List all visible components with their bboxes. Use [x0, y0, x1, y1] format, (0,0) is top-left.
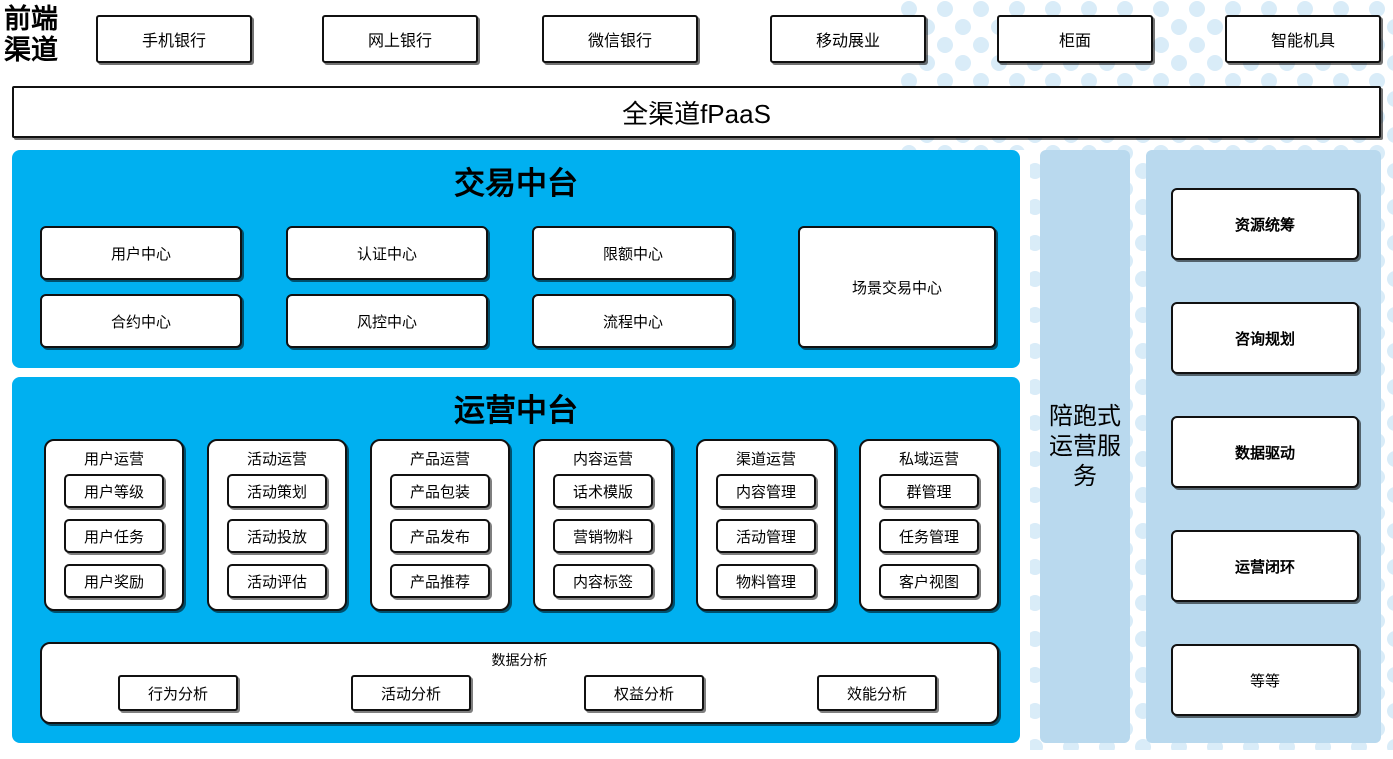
trade-node-user-center[interactable]: 用户中心: [40, 226, 242, 280]
trade-node-auth-center[interactable]: 认证中心: [286, 226, 488, 280]
trade-platform-title: 交易中台: [454, 166, 578, 201]
channel-chip-internet-bank[interactable]: 网上银行: [322, 15, 478, 63]
trade-platform-panel: 交易中台 用户中心 认证中心 限额中心 合约中心 风控中心 流程中心 场景交易中…: [12, 150, 1020, 368]
op-item[interactable]: 产品发布: [390, 519, 490, 553]
trade-node-contract-center[interactable]: 合约中心: [40, 294, 242, 348]
op-item[interactable]: 物料管理: [716, 564, 816, 598]
op-item[interactable]: 活动投放: [227, 519, 327, 553]
data-analysis-item[interactable]: 效能分析: [817, 675, 937, 711]
trade-node-process-center[interactable]: 流程中心: [532, 294, 734, 348]
data-analysis-item[interactable]: 活动分析: [351, 675, 471, 711]
op-item[interactable]: 营销物料: [553, 519, 653, 553]
service-items-panel: 资源统筹 咨询规划 数据驱动 运营闭环 等等: [1146, 150, 1381, 743]
op-group-activity-operation: 活动运营 活动策划 活动投放 活动评估: [207, 439, 347, 611]
op-item[interactable]: 群管理: [879, 474, 979, 508]
trade-node-scene-transaction-center[interactable]: 场景交易中心: [798, 226, 996, 348]
op-item[interactable]: 内容标签: [553, 564, 653, 598]
op-group-title: 渠道运营: [735, 451, 796, 468]
op-item[interactable]: 活动评估: [227, 564, 327, 598]
service-item-etc[interactable]: 等等: [1171, 644, 1359, 716]
channel-chip-counter[interactable]: 柜面: [997, 15, 1153, 63]
op-group-title: 内容运营: [572, 451, 633, 468]
op-group-title: 用户运营: [83, 451, 144, 468]
trade-node-risk-center[interactable]: 风控中心: [286, 294, 488, 348]
channel-chip-mobile-bank[interactable]: 手机银行: [96, 15, 252, 63]
op-item[interactable]: 用户奖励: [64, 564, 164, 598]
data-analysis-box: 数据分析 行为分析 活动分析 权益分析 效能分析: [40, 642, 999, 724]
op-item[interactable]: 活动管理: [716, 519, 816, 553]
service-item-data-driven[interactable]: 数据驱动: [1171, 416, 1359, 488]
op-item[interactable]: 客户视图: [879, 564, 979, 598]
op-item[interactable]: 产品推荐: [390, 564, 490, 598]
op-item[interactable]: 产品包装: [390, 474, 490, 508]
op-item[interactable]: 用户任务: [64, 519, 164, 553]
front-channel-label: 前端渠道: [4, 4, 58, 65]
op-group-channel-operation: 渠道运营 内容管理 活动管理 物料管理: [696, 439, 836, 611]
op-item[interactable]: 话术模版: [553, 474, 653, 508]
op-group-content-operation: 内容运营 话术模版 营销物料 内容标签: [533, 439, 673, 611]
op-group-private-domain-operation: 私域运营 群管理 任务管理 客户视图: [859, 439, 999, 611]
service-item-operation-closed-loop[interactable]: 运营闭环: [1171, 530, 1359, 602]
channel-chip-mobile-business[interactable]: 移动展业: [770, 15, 926, 63]
op-group-product-operation: 产品运营 产品包装 产品发布 产品推荐: [370, 439, 510, 611]
data-analysis-title: 数据分析: [491, 652, 548, 668]
op-item[interactable]: 内容管理: [716, 474, 816, 508]
op-group-title: 私域运营: [898, 451, 959, 468]
op-group-title: 活动运营: [246, 451, 307, 468]
omni-channel-fpaas-bar[interactable]: 全渠道fPaaS: [12, 86, 1381, 138]
service-item-resource-coordination[interactable]: 资源统筹: [1171, 188, 1359, 260]
service-column-label: 陪跑式运营服务: [1049, 402, 1121, 490]
channel-chip-wechat-bank[interactable]: 微信银行: [542, 15, 698, 63]
accompanying-operation-service-column: 陪跑式运营服务: [1040, 150, 1130, 743]
trade-node-limit-center[interactable]: 限额中心: [532, 226, 734, 280]
operation-platform-title: 运营中台: [454, 393, 578, 428]
op-group-title: 产品运营: [409, 451, 470, 468]
data-analysis-item[interactable]: 权益分析: [584, 675, 704, 711]
op-item[interactable]: 活动策划: [227, 474, 327, 508]
data-analysis-item[interactable]: 行为分析: [118, 675, 238, 711]
operation-platform-panel: 运营中台 用户运营 用户等级 用户任务 用户奖励 活动运营 活动策划 活动投放 …: [12, 377, 1020, 743]
service-item-consulting-planning[interactable]: 咨询规划: [1171, 302, 1359, 374]
op-item[interactable]: 用户等级: [64, 474, 164, 508]
channel-chip-smart-machine[interactable]: 智能机具: [1225, 15, 1381, 63]
op-item[interactable]: 任务管理: [879, 519, 979, 553]
op-group-user-operation: 用户运营 用户等级 用户任务 用户奖励: [44, 439, 184, 611]
